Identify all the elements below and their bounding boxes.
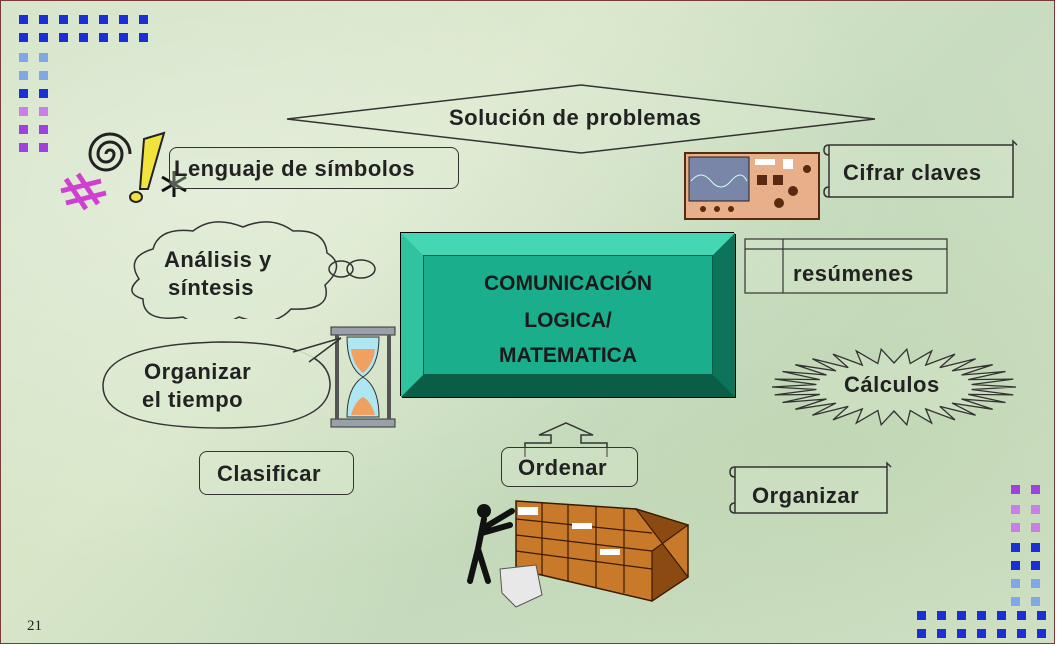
lenguaje-label: Lenguaje de símbolos: [174, 156, 416, 181]
calculos-starburst-shape: [771, 347, 1017, 427]
decor-squares-top-left: [19, 15, 148, 152]
center-box: COMUNICACIÓN LOGICA/ MATEMATICA: [401, 233, 735, 397]
center-box-face: COMUNICACIÓN LOGICA/ MATEMATICA: [423, 255, 713, 375]
filing-cabinet-icon: [467, 500, 690, 608]
cifrar-label: Cifrar claves: [843, 160, 982, 185]
organizar-tiempo-label-line1: Organizar: [144, 359, 252, 384]
clasificar-box: [199, 451, 354, 495]
center-line-3: MATEMATICA: [498, 344, 638, 367]
solucion-diamond-shape: [286, 84, 876, 154]
clasificar-label: Clasificar: [217, 461, 322, 486]
analisis-label-line2: síntesis: [168, 275, 254, 300]
decor-squares-bottom-right: [917, 485, 1046, 638]
resumenes-label: resúmenes: [793, 261, 914, 286]
center-line-1: COMUNICACIÓN: [484, 272, 652, 295]
organizar-scroll-shape: [729, 461, 892, 514]
page-number: 21: [27, 618, 42, 634]
ordenar-label: Ordenar: [518, 455, 608, 480]
calculos-label: Cálculos: [844, 372, 940, 397]
lenguaje-box: [169, 147, 459, 189]
solucion-label: Solución de problemas: [449, 105, 702, 130]
hourglass-icon: [330, 326, 396, 428]
up-arrow-icon: [524, 422, 608, 457]
resumenes-box-shape: [744, 238, 948, 294]
ordenar-box: [501, 447, 638, 487]
analisis-cloud-shape: [131, 221, 376, 319]
organizar-tiempo-label-line2: el tiempo: [142, 387, 244, 412]
cifrar-scroll-shape: [823, 139, 1018, 198]
analisis-label-line1: Análisis y: [164, 247, 272, 272]
organizar-label: Organizar: [752, 483, 860, 508]
organizar-tiempo-bubble-shape: [102, 337, 342, 429]
symbols-clipart-icon: [60, 131, 187, 211]
circuit-board-icon: [684, 152, 820, 220]
center-line-2: LOGICA/: [524, 309, 612, 332]
